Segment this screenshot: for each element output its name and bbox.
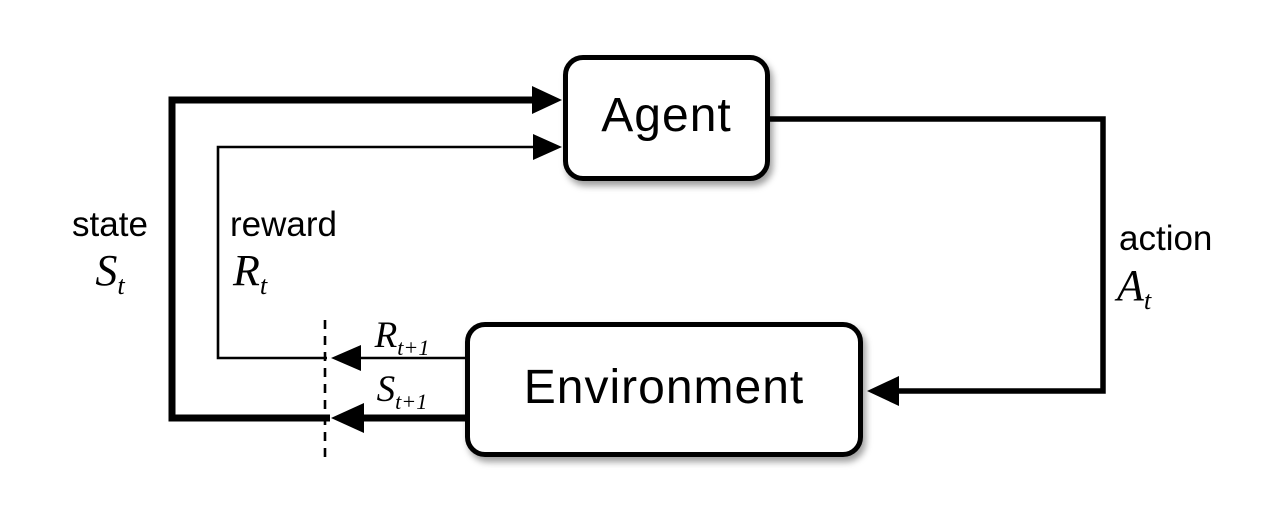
agent-box: Agent	[563, 55, 770, 181]
reward-symbol: Rt	[233, 246, 267, 299]
next-reward-symbol-sub: t+1	[397, 334, 430, 360]
next-state-symbol-sub: t+1	[395, 388, 428, 414]
action-loop-line	[768, 116, 1106, 394]
reward-symbol-base: R	[233, 246, 260, 295]
action-symbol-sub: t	[1143, 285, 1152, 316]
agent-label: Agent	[601, 89, 732, 142]
state-symbol-sub: t	[117, 270, 125, 301]
reward-arrow-head-icon	[533, 134, 562, 160]
next-state-symbol-base: S	[376, 369, 396, 410]
state-loop-line	[168, 96, 534, 422]
reward-label: reward	[230, 205, 337, 244]
next-reward-symbol: Rt+1	[352, 315, 452, 358]
next-reward-arrow-head-icon	[331, 345, 361, 371]
next-state-symbol: St+1	[352, 369, 452, 412]
reward-loop-line	[216, 145, 536, 360]
state-symbol: St	[58, 246, 162, 299]
action-arrow-head-icon	[867, 376, 899, 406]
state-symbol-base: S	[95, 246, 118, 295]
action-symbol: At	[1117, 261, 1151, 314]
environment-label: Environment	[523, 360, 805, 414]
environment-box: Environment	[465, 322, 863, 457]
state-arrow-head-icon	[532, 86, 562, 114]
reward-symbol-sub: t	[259, 270, 268, 301]
state-label: state	[72, 205, 148, 244]
next-reward-symbol-base: R	[374, 315, 398, 356]
action-label: action	[1119, 219, 1213, 258]
action-symbol-base: A	[1117, 261, 1144, 310]
next-state-arrow-head-icon	[331, 403, 364, 433]
